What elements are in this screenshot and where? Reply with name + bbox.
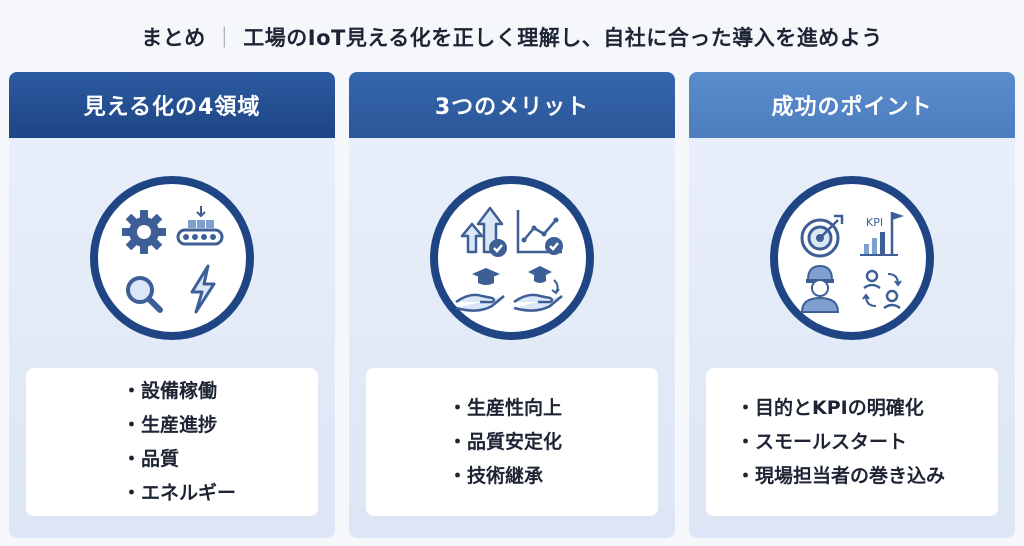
hand-graduation-cap-icon — [455, 268, 505, 312]
lightning-icon — [190, 264, 216, 314]
list-item: スモールスタート — [736, 425, 998, 459]
page-title: まとめ ｜ 工場のIoT見える化を正しく理解し、自社に合った導入を進めよう — [0, 22, 1024, 52]
arrows-up-check-icon — [460, 206, 507, 257]
list-item: 現場担当者の巻き込み — [736, 459, 998, 493]
list-item: 品質 — [122, 442, 318, 476]
items-box: 設備稼働 生産進捗 品質 エネルギー — [26, 368, 318, 516]
target-icon — [800, 214, 844, 258]
card-heading: 成功のポイント — [689, 72, 1015, 138]
items-box: 生産性向上 品質安定化 技術継承 — [366, 368, 658, 516]
conveyor-icon — [176, 206, 224, 246]
worker-icon — [800, 264, 840, 313]
title-prefix: まとめ — [141, 26, 206, 50]
list-item: 生産性向上 — [448, 391, 658, 425]
kpi-chart-flag-icon: KPI — [860, 212, 904, 256]
card-three-merits: 3つのメリット — [349, 72, 675, 538]
chart-check-icon — [516, 210, 563, 255]
list-item: 生産進捗 — [122, 408, 318, 442]
card-heading: 3つのメリット — [349, 72, 675, 138]
list-item: 技術継承 — [448, 459, 658, 493]
icon-circle — [90, 176, 254, 340]
icon-circle — [430, 176, 594, 340]
title-main: 工場のIoT見える化を正しく理解し、自社に合った導入を進めよう — [243, 26, 883, 50]
kpi-label: KPI — [866, 216, 883, 229]
hand-cap-arrow-icon — [513, 266, 563, 312]
magnifier-icon — [126, 276, 163, 313]
card-four-areas: 見える化の4領域 — [9, 72, 335, 538]
list-item: 目的とKPIの明確化 — [736, 391, 998, 425]
list-item: 品質安定化 — [448, 425, 658, 459]
list-item: エネルギー — [122, 476, 318, 510]
items-box: 目的とKPIの明確化 スモールスタート 現場担当者の巻き込み — [706, 368, 998, 516]
gear-icon — [122, 210, 166, 254]
title-separator: ｜ — [213, 26, 236, 50]
icon-circle: KPI — [770, 176, 934, 340]
card-heading: 見える化の4領域 — [9, 72, 335, 138]
list-item: 設備稼働 — [122, 374, 318, 408]
people-cycle-icon — [862, 269, 902, 310]
card-success-points: 成功のポイント KPI — [689, 72, 1015, 538]
